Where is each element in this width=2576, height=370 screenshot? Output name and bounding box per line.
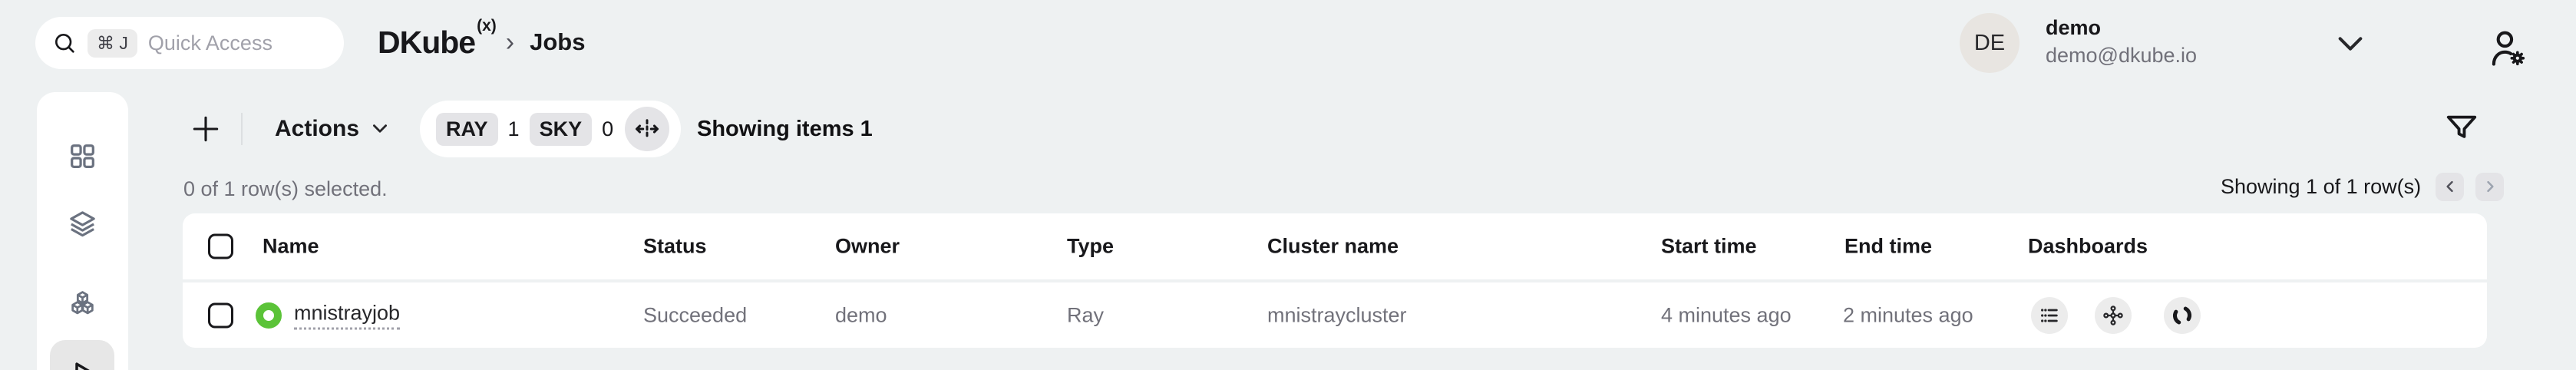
sidebar-item-cubes-icon[interactable] bbox=[68, 289, 97, 319]
breadcrumb-page-title: Jobs bbox=[530, 28, 586, 55]
column-header-start: Start time bbox=[1661, 234, 1757, 258]
user-email: demo@dkube.io bbox=[2046, 44, 2198, 67]
job-type: Ray bbox=[1067, 303, 1105, 326]
ray-toggle-button[interactable]: RAY bbox=[436, 112, 498, 146]
column-header-cluster: Cluster name bbox=[1267, 234, 1399, 258]
job-start-time: 4 minutes ago bbox=[1661, 303, 1792, 326]
sky-count: 0 bbox=[602, 117, 614, 140]
breadcrumb-separator-icon: › bbox=[505, 27, 515, 57]
showing-items-text: Showing items 1 bbox=[697, 116, 873, 141]
avatar[interactable]: DE bbox=[1960, 13, 2020, 73]
dashboard-list-button[interactable] bbox=[2031, 296, 2068, 334]
table-header: Name Status Owner Type Cluster name Star… bbox=[183, 213, 2487, 279]
dashboard-workflow-button[interactable] bbox=[2095, 296, 2132, 334]
job-name-link[interactable]: mnistrayjob bbox=[294, 301, 401, 329]
user-menu-chevron-down-icon[interactable] bbox=[2335, 32, 2366, 55]
status-success-icon bbox=[256, 302, 282, 329]
job-owner: demo bbox=[835, 303, 887, 326]
next-page-button[interactable] bbox=[2475, 172, 2505, 201]
split-view-button[interactable] bbox=[625, 107, 670, 151]
toolbar-divider bbox=[241, 113, 243, 145]
pagination-showing-text: Showing 1 of 1 row(s) bbox=[2221, 174, 2422, 198]
dashboard-ray-button[interactable] bbox=[2164, 296, 2201, 334]
workflow-graph-icon bbox=[2103, 305, 2123, 325]
sky-toggle-button[interactable]: SKY bbox=[529, 112, 593, 146]
row-checkbox[interactable] bbox=[208, 302, 233, 328]
column-header-status: Status bbox=[643, 234, 707, 258]
cluster-type-toggle: RAY 1 SKY 0 bbox=[420, 101, 681, 157]
column-header-dashboards: Dashboards bbox=[2028, 234, 2148, 258]
sidebar-item-apps-grid-icon[interactable] bbox=[68, 141, 97, 171]
sidebar-item-jobs-active[interactable] bbox=[50, 340, 114, 370]
column-header-owner: Owner bbox=[835, 234, 900, 258]
user-settings-icon[interactable] bbox=[2485, 26, 2530, 71]
brand-logo[interactable]: DKube(x) bbox=[378, 16, 497, 60]
user-info: demo demo@dkube.io bbox=[2046, 15, 2197, 68]
search-input[interactable] bbox=[147, 31, 344, 55]
actions-dropdown[interactable]: Actions bbox=[275, 100, 390, 158]
table-row: mnistrayjob Succeeded demo Ray mnistrayc… bbox=[183, 282, 2487, 348]
ray-logo-icon bbox=[2172, 306, 2192, 324]
column-header-name: Name bbox=[263, 234, 319, 258]
chevron-right-icon bbox=[2486, 180, 2494, 193]
job-cluster-name: mnistraycluster bbox=[1267, 303, 1407, 326]
column-header-type: Type bbox=[1067, 234, 1115, 258]
quick-access-search[interactable]: ⌘ J bbox=[35, 17, 344, 69]
actions-label: Actions bbox=[275, 116, 360, 141]
filter-icon[interactable] bbox=[2444, 111, 2479, 146]
breadcrumb: DKube(x) › Jobs bbox=[378, 0, 585, 84]
user-name: demo bbox=[2046, 16, 2102, 39]
rows-selected-text: 0 of 1 row(s) selected. bbox=[183, 177, 388, 200]
sidebar-item-layers-icon[interactable] bbox=[68, 209, 97, 239]
search-icon bbox=[55, 34, 74, 53]
add-job-plus-icon[interactable] bbox=[189, 112, 223, 146]
sidebar bbox=[37, 92, 128, 370]
ray-count: 1 bbox=[507, 117, 520, 140]
prev-page-button[interactable] bbox=[2436, 172, 2465, 201]
chevron-down-icon bbox=[373, 124, 388, 133]
brand-superscript: (x) bbox=[477, 16, 497, 35]
search-shortcut-kbd: ⌘ J bbox=[88, 28, 137, 58]
job-end-time: 2 minutes ago bbox=[1843, 303, 1973, 326]
split-arrows-icon bbox=[636, 119, 659, 139]
column-header-end: End time bbox=[1844, 234, 1933, 258]
list-icon bbox=[2041, 308, 2058, 322]
select-all-checkbox[interactable] bbox=[208, 233, 233, 259]
pagination: Showing 1 of 1 row(s) bbox=[2221, 167, 2505, 206]
play-icon bbox=[75, 362, 90, 370]
chevron-left-icon bbox=[2446, 180, 2453, 193]
job-status: Succeeded bbox=[643, 303, 748, 326]
